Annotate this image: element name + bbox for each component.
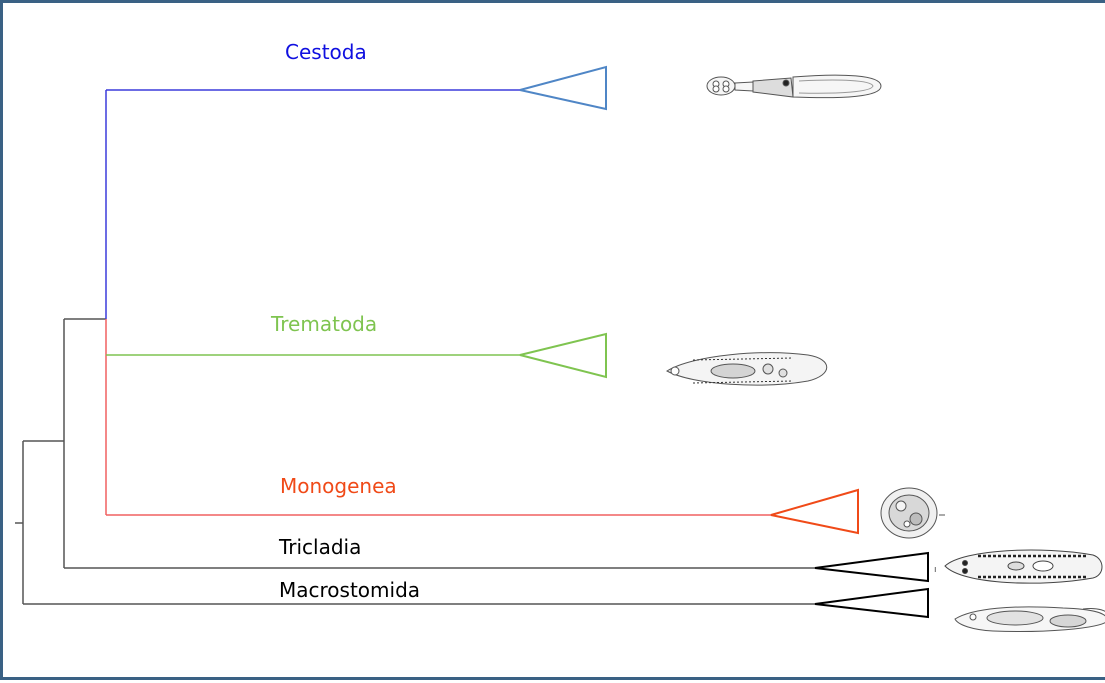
fluke-illustration-icon (667, 353, 827, 385)
label-cestoda: Cestoda (285, 40, 367, 64)
label-trematoda: Trematoda (270, 312, 377, 336)
triangle-tricladia (815, 553, 928, 581)
label-tricladia: Tricladia (278, 535, 361, 559)
label-monogenea: Monogenea (280, 474, 397, 498)
planarian-illustration-icon: ı (934, 550, 1102, 583)
phylogenetic-tree: Cestoda Trematoda Monogenea Tricladia Ma… (3, 3, 1105, 683)
triangle-trematoda (520, 334, 606, 377)
label-macrostomida: Macrostomida (279, 578, 420, 602)
svg-text:ı: ı (934, 565, 937, 575)
monogenean-illustration-icon (881, 488, 945, 538)
triangle-macrostomida (815, 589, 928, 617)
triangle-cestoda (520, 67, 606, 109)
macrostomid-illustration-icon (955, 607, 1105, 632)
tapeworm-illustration-icon (707, 75, 881, 98)
triangle-monogenea (771, 490, 858, 533)
